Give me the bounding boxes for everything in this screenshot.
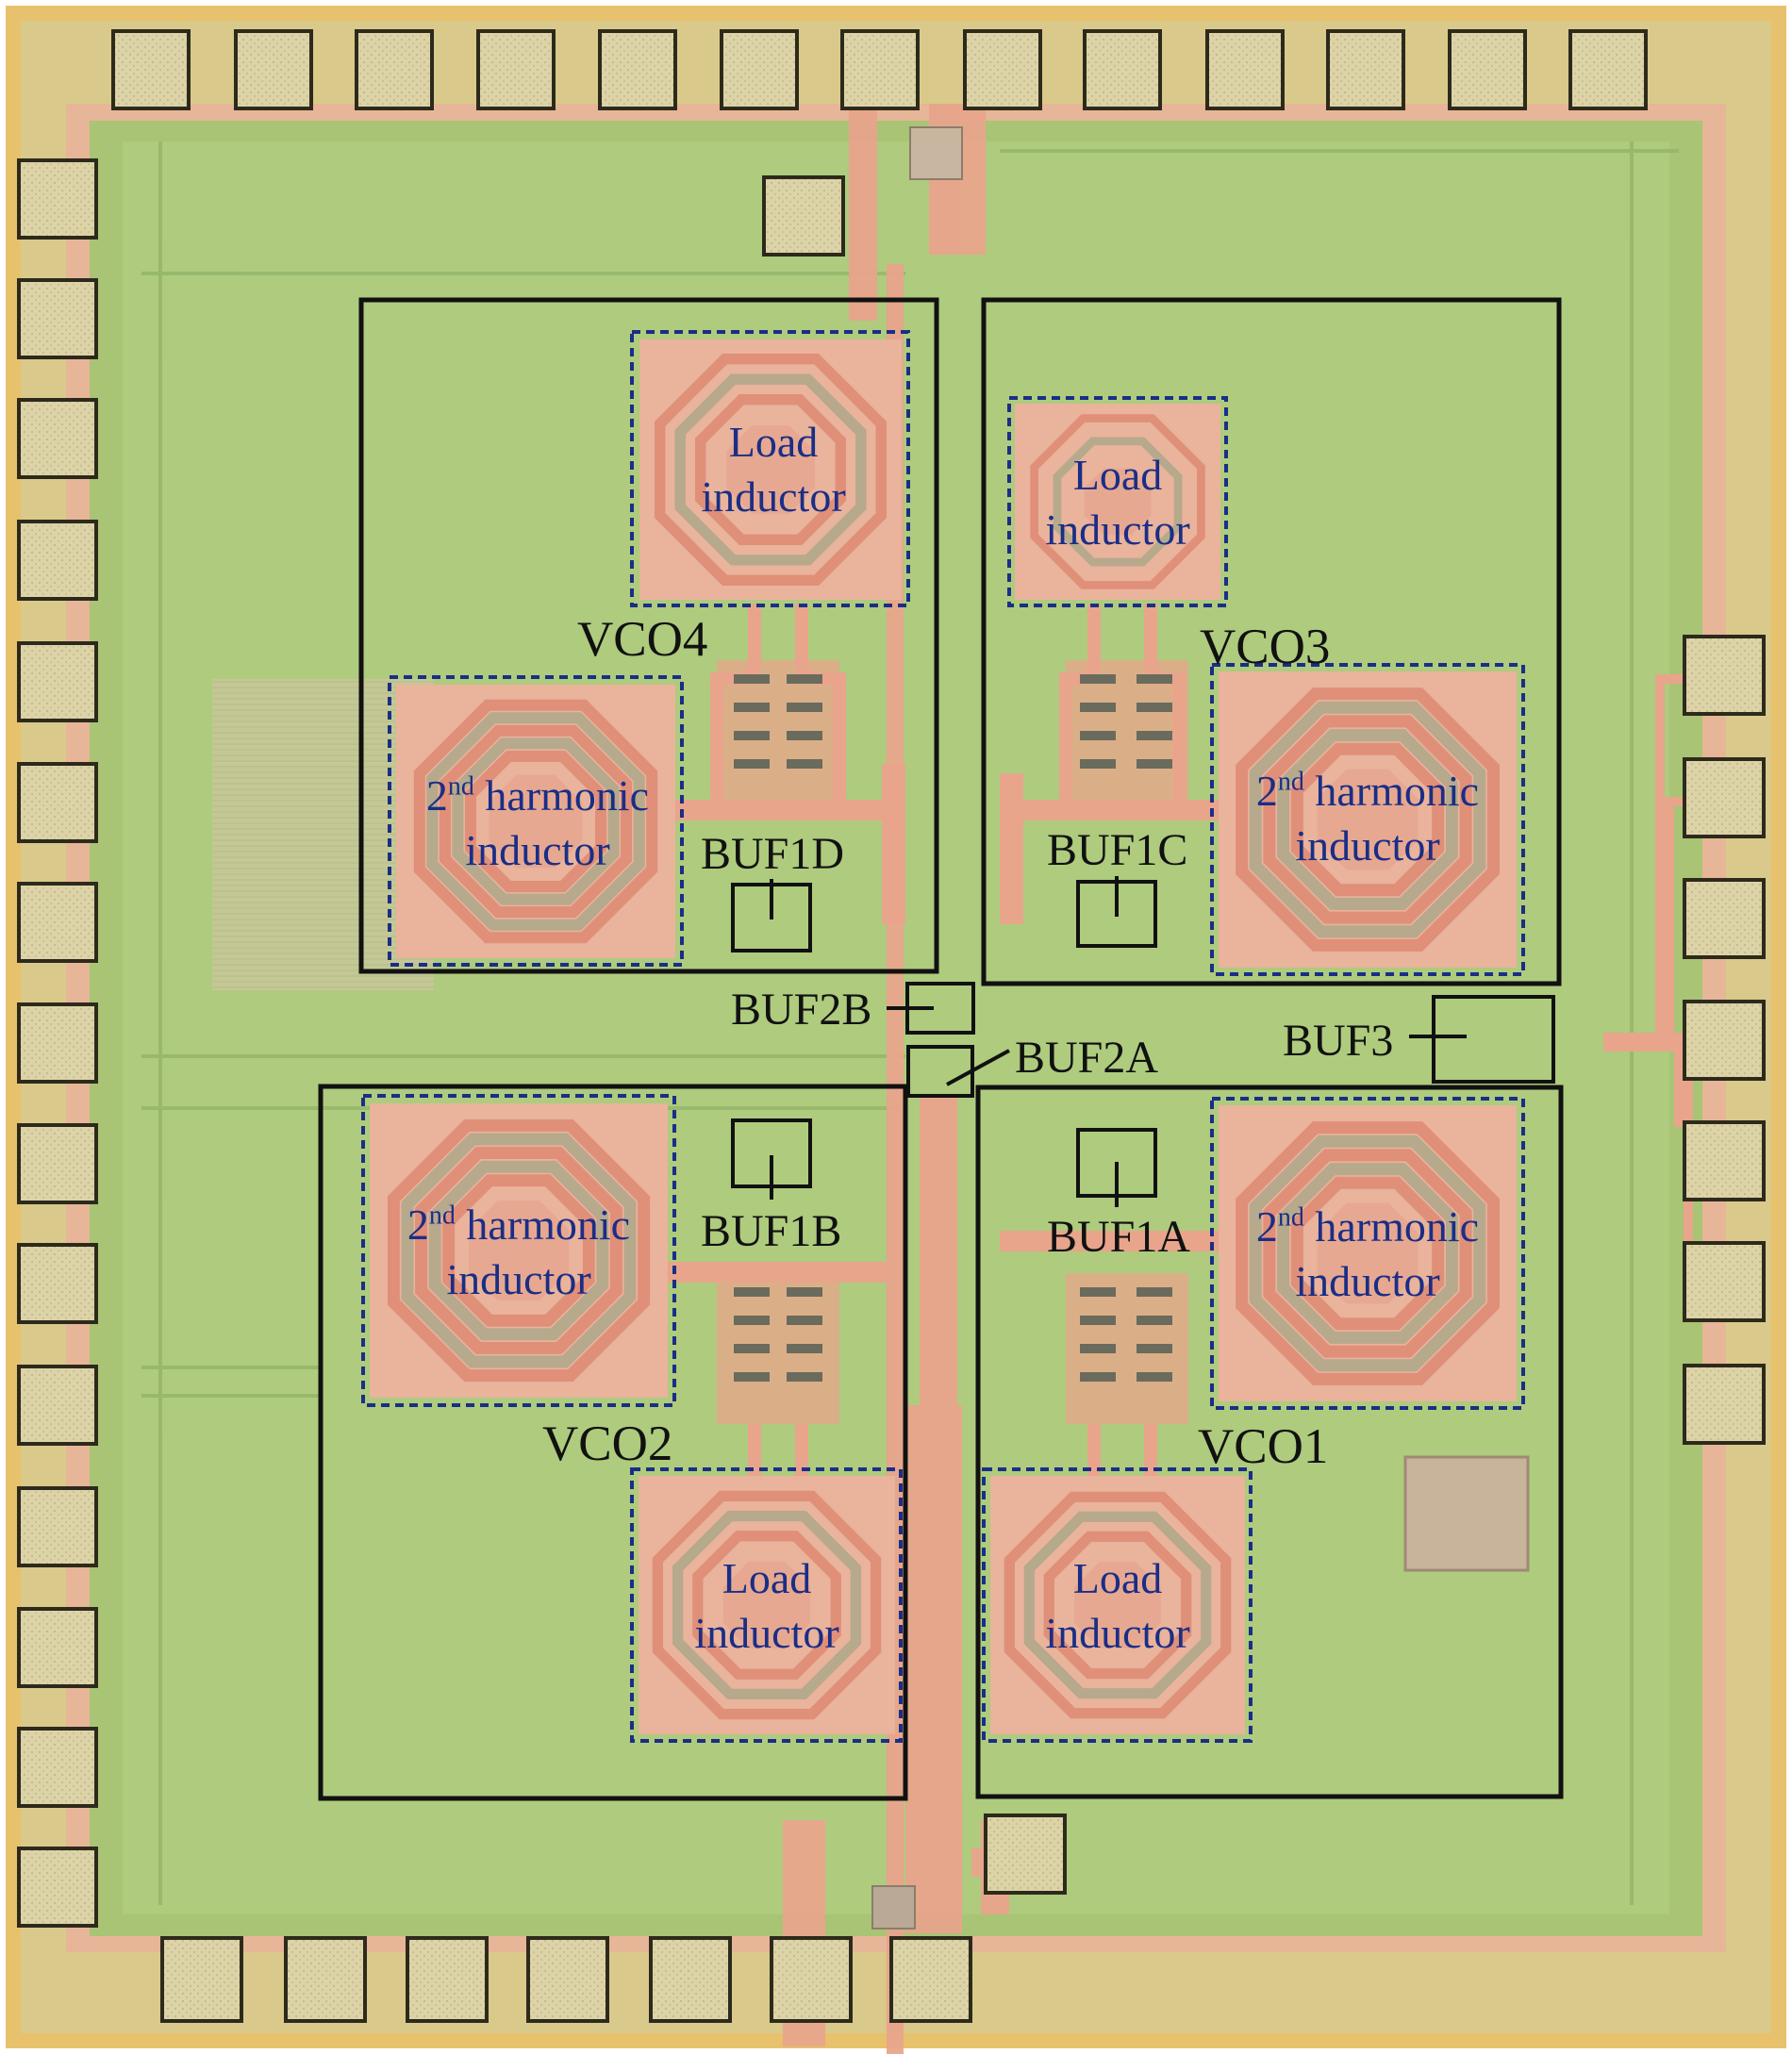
vco2-load-inductor bbox=[639, 1476, 895, 1734]
right-pad-7 bbox=[1683, 1364, 1766, 1445]
vco4-harmonic-inductor bbox=[396, 685, 675, 958]
vco1-load-inductor bbox=[990, 1476, 1245, 1734]
bottom-pad-3 bbox=[406, 1936, 489, 2023]
inner-pad-bottom bbox=[984, 1814, 1067, 1895]
vco1-harmonic-inductor bbox=[1219, 1105, 1517, 1401]
bottom-pad-4 bbox=[526, 1936, 609, 2023]
left-pad-4 bbox=[17, 520, 98, 601]
left-pad-15 bbox=[17, 1847, 98, 1928]
top-pad-7 bbox=[840, 29, 920, 110]
vco1-harmonic-inductor-box bbox=[1210, 1097, 1525, 1410]
left-pad-14 bbox=[17, 1727, 98, 1808]
left-pad-3 bbox=[17, 398, 98, 479]
left-pad-2 bbox=[17, 278, 98, 359]
bottom-pad-7 bbox=[889, 1936, 972, 2023]
left-pad-11 bbox=[17, 1365, 98, 1446]
top-pad-11 bbox=[1326, 29, 1405, 110]
top-pad-6 bbox=[720, 29, 799, 110]
top-pad-9 bbox=[1083, 29, 1162, 110]
right-pad-2 bbox=[1683, 757, 1766, 838]
top-pad-8 bbox=[963, 29, 1042, 110]
top-pad-2 bbox=[234, 29, 313, 110]
buf2a-leader bbox=[946, 1049, 1010, 1086]
dummy-metal-block bbox=[1403, 1455, 1530, 1572]
central-via-block bbox=[909, 126, 963, 180]
left-pad-7 bbox=[17, 882, 98, 963]
vco2-boundary-box bbox=[318, 1084, 908, 1801]
vco1-boundary-box bbox=[975, 1085, 1564, 1799]
left-pad-12 bbox=[17, 1486, 98, 1567]
top-pad-12 bbox=[1448, 29, 1527, 110]
left-pad-13 bbox=[17, 1607, 98, 1688]
bottom-pad-6 bbox=[770, 1936, 853, 2023]
right-pad-1 bbox=[1683, 635, 1766, 716]
vco1-load-inductor-box bbox=[982, 1467, 1253, 1743]
top-pad-5 bbox=[598, 29, 677, 110]
inductors bbox=[370, 340, 1517, 1734]
left-pad-8 bbox=[17, 1002, 98, 1084]
left-pad-1 bbox=[17, 158, 98, 240]
vco3-harmonic-inductor-box bbox=[1210, 663, 1525, 976]
bottom-via-block bbox=[871, 1885, 916, 1930]
vco4-boundary-box bbox=[358, 297, 939, 974]
right-pad-4 bbox=[1683, 1000, 1766, 1081]
left-pad-5 bbox=[17, 641, 98, 722]
vco3-load-inductor bbox=[1015, 404, 1220, 600]
top-pad-1 bbox=[111, 29, 191, 110]
vco2-harmonic-inductor-box bbox=[361, 1094, 676, 1407]
left-pad-9 bbox=[17, 1123, 98, 1204]
bottom-pad-5 bbox=[649, 1936, 732, 2023]
bottom-pad-1 bbox=[160, 1936, 243, 2023]
top-pad-3 bbox=[355, 29, 434, 110]
top-pad-10 bbox=[1205, 29, 1285, 110]
left-pad-6 bbox=[17, 762, 98, 843]
bottom-pad-2 bbox=[284, 1936, 367, 2023]
left-pad-10 bbox=[17, 1243, 98, 1324]
bond-pads bbox=[17, 29, 1766, 2023]
right-pad-6 bbox=[1683, 1241, 1766, 1322]
vco4-load-inductor bbox=[639, 340, 902, 600]
vco2-load-inductor-box bbox=[630, 1467, 903, 1743]
vco3-harmonic-inductor bbox=[1219, 671, 1517, 968]
vco4-load-inductor-box bbox=[630, 330, 910, 607]
vco3-boundary-box bbox=[981, 297, 1562, 986]
inner-pad-top bbox=[762, 175, 845, 257]
vco4-harmonic-inductor-box bbox=[388, 675, 684, 967]
top-pad-13 bbox=[1568, 29, 1648, 110]
vco2-harmonic-inductor bbox=[370, 1103, 668, 1398]
top-pad-4 bbox=[476, 29, 556, 110]
right-pad-5 bbox=[1683, 1120, 1766, 1201]
right-pad-3 bbox=[1683, 878, 1766, 959]
